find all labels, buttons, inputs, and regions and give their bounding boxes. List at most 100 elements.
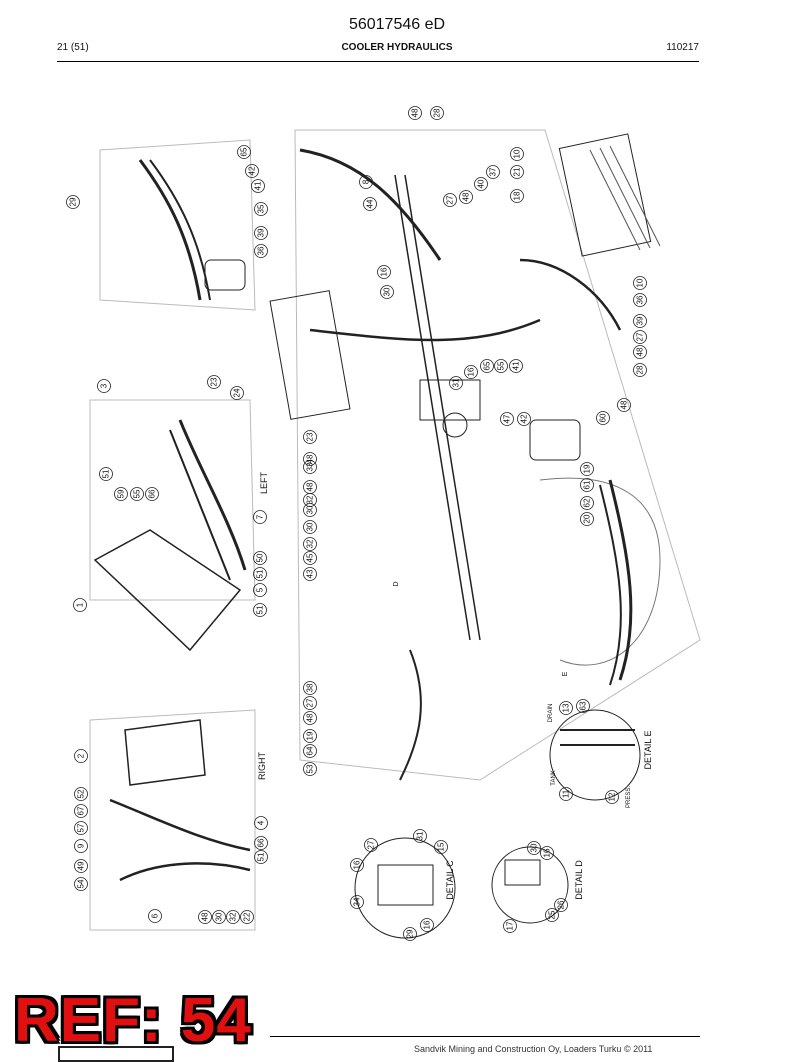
page-number: 21 (51) — [57, 42, 89, 53]
callout-label: 51 — [256, 569, 265, 578]
callout-label: 16 — [423, 920, 432, 929]
callout-label: 16 — [353, 860, 362, 869]
callout-label: 31 — [416, 831, 425, 840]
callout-label: 19 — [583, 464, 592, 473]
document-date: 110217 — [666, 42, 699, 53]
callout-label: 42 — [520, 414, 529, 423]
callout-label: 31 — [452, 378, 461, 387]
callout-label: 55 — [133, 489, 142, 498]
callout-label: 40 — [477, 179, 486, 188]
callout-label: 66 — [257, 838, 266, 847]
callout-label: 44 — [366, 199, 375, 208]
callout-label: 19 — [306, 731, 315, 740]
callout-label: 33 — [306, 462, 315, 471]
callout-label: 48 — [636, 347, 645, 356]
callout-label: 30 — [530, 843, 539, 852]
callout-label: 4 — [257, 820, 266, 825]
callout-label: 24 — [233, 388, 242, 397]
callout-label: 48 — [620, 400, 629, 409]
callout-label: 25 — [548, 910, 557, 919]
callout-label: 10 — [636, 278, 645, 287]
callout-label: 22 — [243, 912, 252, 921]
header-rule — [57, 61, 699, 62]
callout-label: 65 — [483, 361, 492, 370]
callout-label: 23 — [306, 432, 315, 441]
callout-label: 27 — [446, 195, 455, 204]
callout-label: 64 — [306, 746, 315, 755]
callout-label: 39 — [636, 316, 645, 325]
callout-label: 65 — [240, 147, 249, 156]
detail-c-label: DETAIL C — [445, 860, 455, 900]
callout-label: 29 — [69, 197, 78, 206]
callout-label: 63 — [579, 701, 588, 710]
callout-label: 26 — [557, 900, 566, 909]
callout-label: 41 — [254, 181, 263, 190]
callout-label: 8 — [362, 179, 371, 184]
callout-label: 15 — [437, 842, 446, 851]
callout-label: 7 — [256, 514, 265, 519]
tank-label: TANK — [551, 770, 557, 786]
logo — [58, 1046, 174, 1062]
callout-label: 12 — [608, 792, 617, 801]
callout-label: 5 — [256, 587, 265, 592]
callout-label: 21 — [513, 167, 522, 176]
view-label-left: LEFT — [259, 472, 269, 495]
detail-e-label: DETAIL E — [643, 730, 653, 769]
callout-label: 61 — [583, 480, 592, 489]
callout-label: 35 — [257, 204, 266, 213]
callout-label: 51 — [256, 605, 265, 614]
detail-d-marker: D — [393, 581, 400, 586]
callout-label: 57 — [77, 823, 86, 832]
callout-label: 53 — [306, 764, 315, 773]
callout-label: 1 — [76, 602, 85, 607]
callout-label: 48 — [411, 108, 420, 117]
callout-label: 36 — [636, 295, 645, 304]
callout-label: 52 — [77, 789, 86, 798]
callout-label: 48 — [306, 713, 315, 722]
detail-d-label: DETAIL D — [574, 860, 584, 900]
callout-label: 60 — [599, 413, 608, 422]
callout-label: 32 — [306, 495, 315, 504]
callout-label: 48 — [462, 192, 471, 201]
callout-label: 28 — [433, 108, 442, 117]
callout-label: 27 — [367, 840, 376, 849]
drain-label: DRAIN — [548, 704, 554, 723]
footer-copyright: Sandvik Mining and Construction Oy, Load… — [414, 1044, 653, 1054]
callout-label: 49 — [77, 861, 86, 870]
callout-label: 41 — [512, 361, 521, 370]
callout-label: 17 — [506, 921, 515, 930]
callout-label: 55 — [497, 361, 506, 370]
callout-label: 37 — [489, 167, 498, 176]
callout-label: 16 — [543, 848, 552, 857]
ref-stamp: REF: 54 — [14, 986, 252, 1055]
callout-label: 54 — [77, 879, 86, 888]
callout-label: 66 — [148, 489, 157, 498]
callout-label: 48 — [306, 454, 315, 463]
footer-rule — [270, 1036, 700, 1037]
callout-label: 50 — [256, 553, 265, 562]
document-number: 56017546 eD — [348, 16, 446, 33]
callout-label: 67 — [77, 806, 86, 815]
callout-label: 6 — [151, 913, 160, 918]
callout-label: 2 — [77, 753, 86, 758]
callout-label: 39 — [257, 228, 266, 237]
callout-label: 59 — [117, 489, 126, 498]
callout-label: 20 — [583, 514, 592, 523]
callout-label: 30 — [306, 522, 315, 531]
callout-label: 48 — [201, 912, 210, 921]
callout-label: 13 — [562, 703, 571, 712]
detail-e-marker: E — [562, 671, 569, 676]
callout-label: 45 — [306, 553, 315, 562]
callout-label: 11 — [562, 789, 571, 798]
callout-label: 34 — [353, 897, 362, 906]
view-label-right: RIGHT — [257, 752, 267, 781]
callout-label: 36 — [257, 246, 266, 255]
callout-label: 18 — [513, 191, 522, 200]
callout-label: 30 — [306, 505, 315, 514]
callout-label: 27 — [636, 332, 645, 341]
callout-label: 48 — [306, 482, 315, 491]
callout-label: 29 — [406, 929, 415, 938]
callout-label: 28 — [636, 365, 645, 374]
callout-label: 16 — [380, 267, 389, 276]
